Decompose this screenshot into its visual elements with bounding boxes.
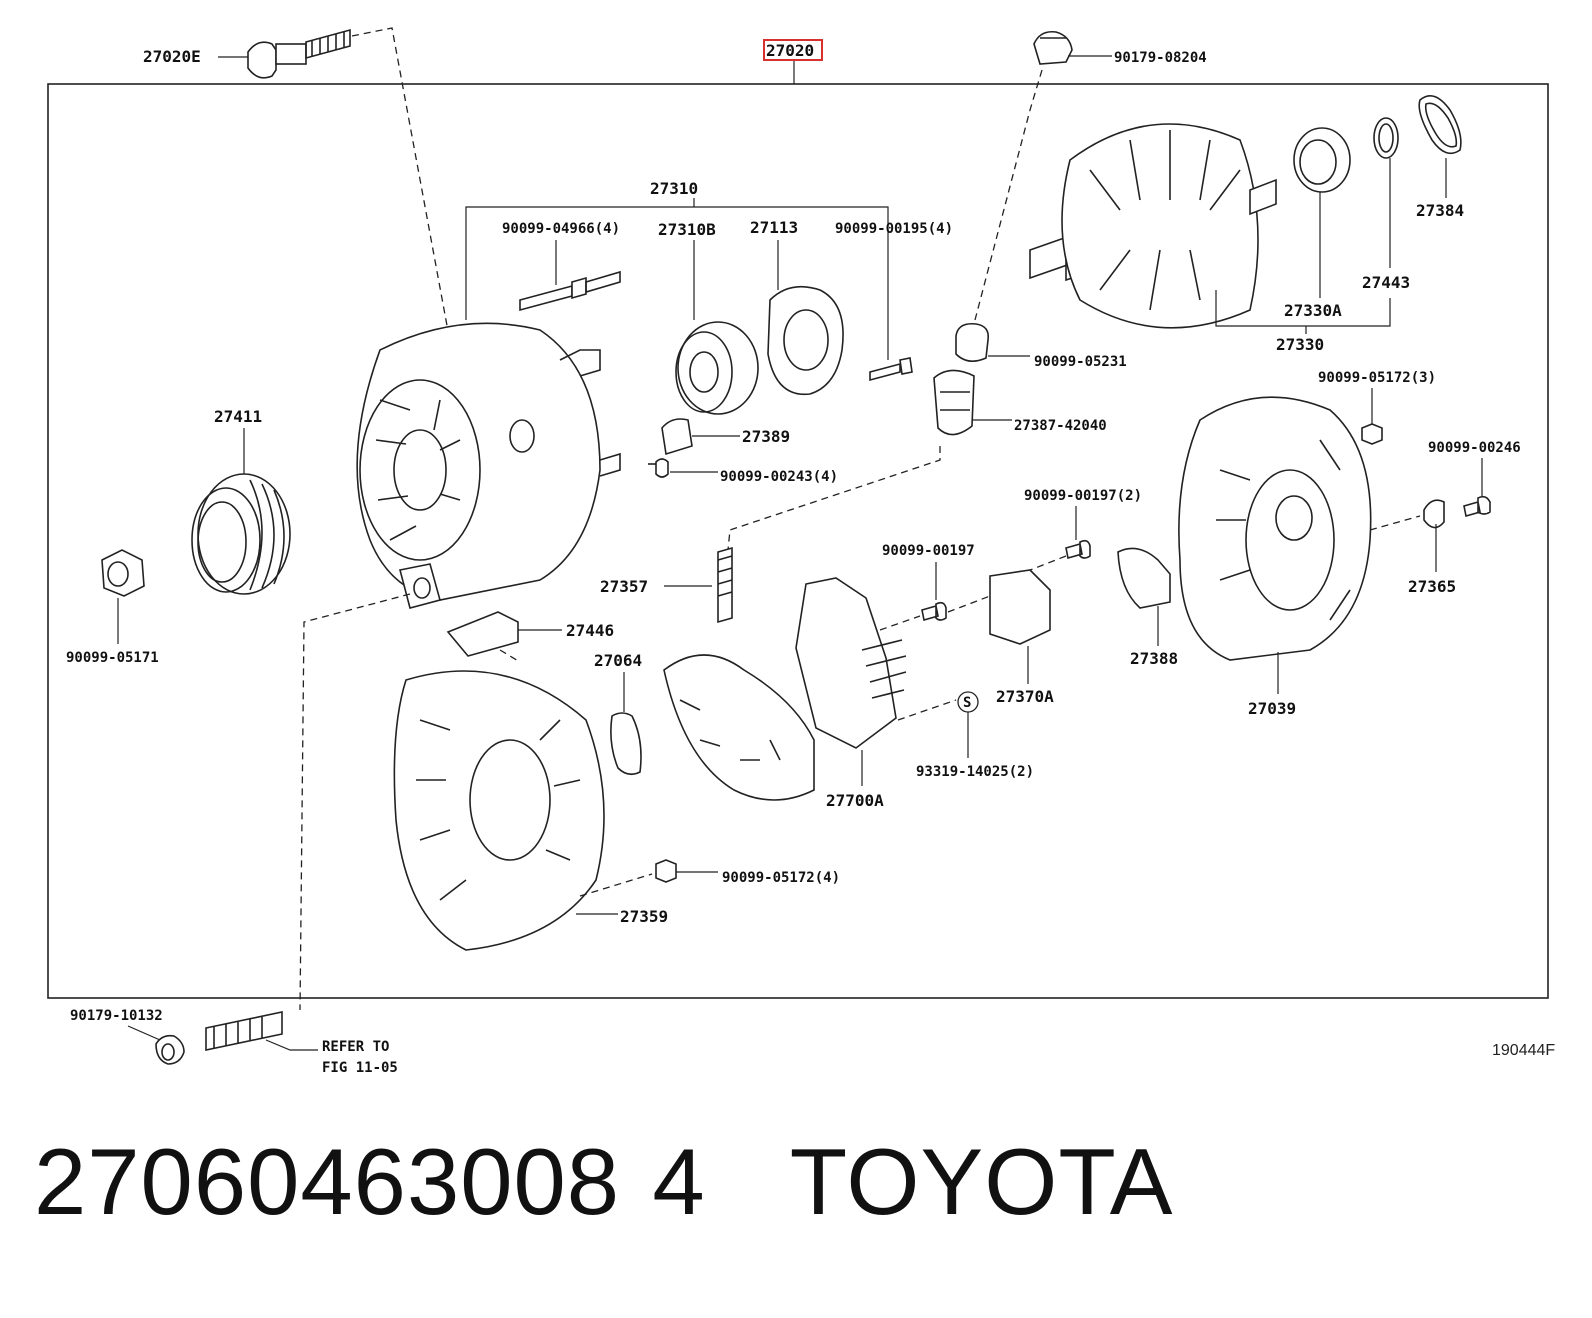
assembly-label-highlight [763,39,823,61]
label-27387-42040[interactable]: 27387-42040 [1014,418,1107,434]
s-mark-label: S [963,695,971,711]
part-insulator-27389[interactable] [661,418,693,456]
part-insulator-27064[interactable] [610,712,642,776]
part-nut-90099-05172-3[interactable] [1361,423,1383,445]
label-27039[interactable]: 27039 [1248,699,1296,718]
label-27357[interactable]: 27357 [600,577,648,596]
part-number[interactable]: 27060463008 4 [34,1129,706,1234]
label-27388[interactable]: 27388 [1130,649,1178,668]
part-nut-90179-08204[interactable] [1033,30,1073,65]
part-retainer-plate-27113[interactable] [767,285,844,396]
part-terminal-27446[interactable] [446,611,519,657]
part-bearing-27330a[interactable] [1293,127,1351,193]
assembly-frame [47,83,1549,999]
label-27310b[interactable]: 27310B [658,220,716,239]
label-90099-05172-4[interactable]: 90099-05172(4) [722,870,840,886]
label-27330[interactable]: 27330 [1276,335,1324,354]
label-27443[interactable]: 27443 [1362,273,1410,292]
exploded-parts-diagram: 27020 27020E 90179-08204 27310 90099-049… [47,27,1555,1076]
part-screw-90099-00195[interactable] [869,357,913,382]
part-screw-90099-00197[interactable] [921,601,947,622]
part-nut-90179-10132[interactable] [155,1034,185,1065]
label-27365[interactable]: 27365 [1408,577,1456,596]
label-27384[interactable]: 27384 [1416,201,1464,220]
label-27330a[interactable]: 27330A [1284,301,1342,320]
part-bolt-27020e[interactable] [247,28,351,79]
label-27113[interactable]: 27113 [750,218,798,237]
part-rear-end-frame-27039[interactable] [1178,396,1372,661]
label-90099-00243[interactable]: 90099-00243(4) [720,469,838,485]
diagram-ref-code: 190444F [1492,1042,1555,1059]
label-27020e[interactable]: 27020E [143,47,201,66]
part-ring-27443[interactable] [1373,117,1399,159]
part-rotor-27330[interactable] [1029,123,1277,329]
label-93319-14025[interactable]: 93319-14025(2) [916,764,1034,780]
part-frame-27359[interactable] [393,670,605,951]
part-screw-90099-00197-2[interactable] [1065,539,1091,560]
label-90099-00195[interactable]: 90099-00195(4) [835,221,953,237]
label-90099-05171[interactable]: 90099-05171 [66,650,159,666]
part-plate-27365[interactable] [1423,499,1445,529]
label-27064[interactable]: 27064 [594,651,642,670]
part-brush-holder-27370a[interactable] [989,569,1051,645]
part-caption: 27060463008 4 TOYOTA [34,1128,1174,1236]
part-screw-90099-00246[interactable] [1463,495,1491,518]
part-bearing-27310b[interactable] [675,321,759,415]
assembly-label[interactable]: 27020 [766,41,814,60]
part-nut-90099-05171[interactable] [101,549,145,597]
label-90179-08204[interactable]: 90179-08204 [1114,50,1207,66]
label-27700a[interactable]: 27700A [826,791,884,810]
label-27310[interactable]: 27310 [650,179,698,198]
part-nut-90099-05172-4[interactable] [655,859,677,883]
part-cap-90099-05231[interactable] [955,322,990,362]
part-insulator-27387-42040[interactable] [933,369,975,436]
label-90099-04966[interactable]: 90099-04966(4) [502,221,620,237]
label-90099-05172-3[interactable]: 90099-05172(3) [1318,370,1436,386]
label-90099-00246[interactable]: 90099-00246 [1428,440,1521,456]
part-bolt-through[interactable] [205,1011,283,1051]
label-27370a[interactable]: 27370A [996,687,1054,706]
label-90099-00197[interactable]: 90099-00197 [882,543,975,559]
part-drive-end-frame-27310[interactable] [356,322,621,609]
label-27411[interactable]: 27411 [214,407,262,426]
label-27446[interactable]: 27446 [566,621,614,640]
refer-to-line2[interactable]: FIG 11-05 [322,1060,398,1076]
refer-to-line1[interactable]: REFER TO [322,1039,389,1055]
part-screw-90099-00243[interactable] [648,458,669,478]
label-27389[interactable]: 27389 [742,427,790,446]
label-90099-05231[interactable]: 90099-05231 [1034,354,1127,370]
label-90099-00197-2[interactable]: 90099-00197(2) [1024,488,1142,504]
label-90179-10132[interactable]: 90179-10132 [70,1008,163,1024]
part-regulator-27700a[interactable] [795,577,907,749]
part-stud-90099-04966[interactable] [519,270,621,312]
part-rectifier-27357[interactable] [663,546,815,801]
part-pulley-27411[interactable] [191,473,291,595]
label-27359[interactable]: 27359 [620,907,668,926]
part-cover-27388[interactable] [1117,547,1171,609]
brand-name: TOYOTA [789,1129,1174,1234]
part-cover-27384[interactable] [1418,94,1462,155]
